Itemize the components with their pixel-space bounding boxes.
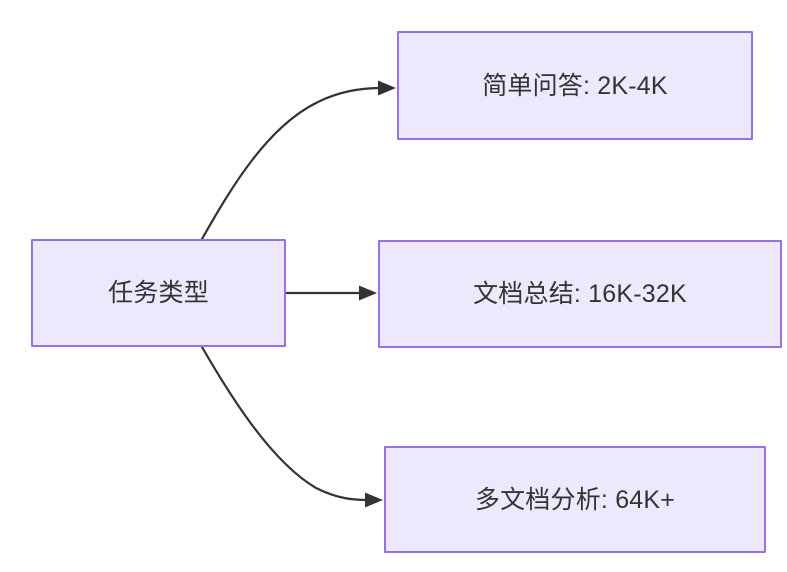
node-doc-summary-label: 文档总结: 16K-32K xyxy=(473,280,687,308)
edge-root-to-simple-qa-path xyxy=(200,86,383,241)
edge-root-to-multidoc-path xyxy=(200,345,370,502)
node-simple-qa[interactable]: 简单问答: 2K-4K xyxy=(397,31,753,140)
arrow-head-icon xyxy=(359,285,377,301)
edge-root-to-multidoc xyxy=(200,345,383,508)
node-task-type-label: 任务类型 xyxy=(108,279,209,307)
node-task-type[interactable]: 任务类型 xyxy=(31,239,286,347)
edge-root-to-simple-qa xyxy=(200,80,396,241)
node-doc-summary[interactable]: 文档总结: 16K-32K xyxy=(378,240,782,348)
node-multidoc-analysis-label: 多文档分析: 64K+ xyxy=(474,485,676,514)
node-simple-qa-label: 简单问答: 2K-4K xyxy=(482,71,668,100)
arrow-head-icon xyxy=(365,492,383,508)
edge-root-to-doc-summary xyxy=(284,285,377,301)
node-multidoc-analysis[interactable]: 多文档分析: 64K+ xyxy=(384,446,766,553)
arrow-head-icon xyxy=(378,80,396,96)
